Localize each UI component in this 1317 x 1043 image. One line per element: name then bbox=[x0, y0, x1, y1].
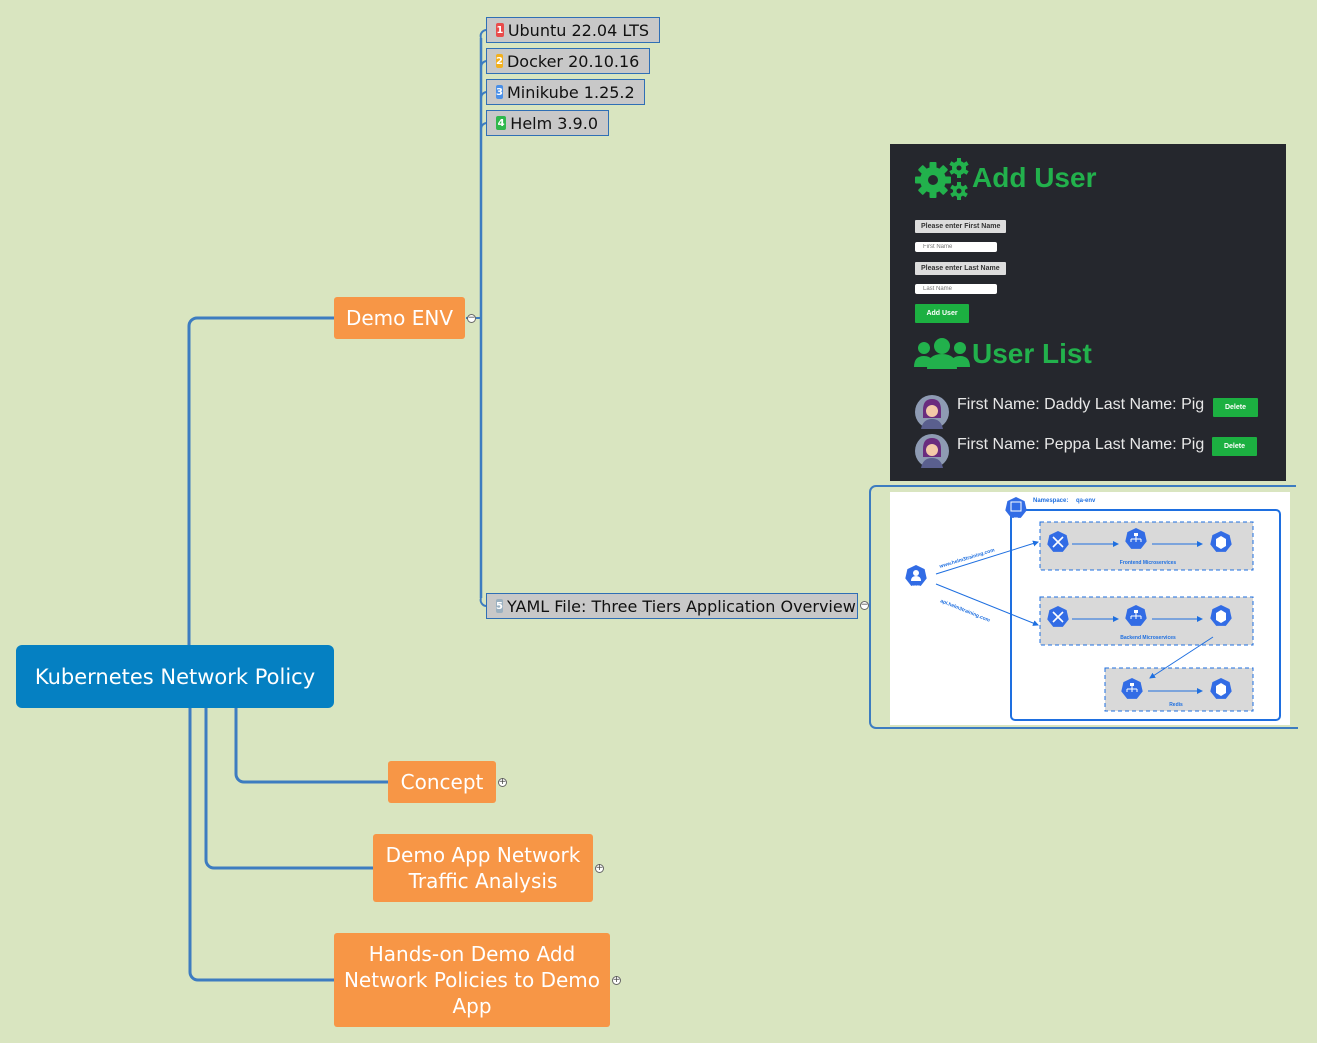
connector-root-traffic bbox=[204, 708, 373, 870]
pod-icon bbox=[1210, 605, 1232, 626]
app-screenshot: Add User Please enter First Name Please … bbox=[890, 144, 1286, 481]
backend-caption: Backend Microservices bbox=[1120, 635, 1176, 641]
first-name-input[interactable] bbox=[915, 242, 997, 252]
user-avatar-icon bbox=[915, 434, 949, 468]
env-item-ubuntu[interactable]: 1 Ubuntu 22.04 LTS bbox=[486, 17, 660, 43]
env-item-label: Helm 3.9.0 bbox=[510, 113, 598, 133]
number-badge: 2 bbox=[496, 54, 503, 68]
env-item-minikube[interactable]: 3 Minikube 1.25.2 bbox=[486, 79, 645, 105]
env-item-label: Minikube 1.25.2 bbox=[506, 82, 635, 102]
user-icon bbox=[905, 565, 927, 586]
users-icon bbox=[914, 338, 970, 369]
user-row-text: First Name: Daddy Last Name: Pig bbox=[957, 396, 1205, 413]
add-user-title: Add User bbox=[972, 162, 1097, 193]
expand-concept-icon[interactable]: + bbox=[498, 777, 507, 787]
connector-root-concept bbox=[234, 708, 388, 784]
gears-icon bbox=[915, 158, 969, 200]
root-topic[interactable]: Kubernetes Network Policy bbox=[16, 645, 334, 708]
architecture-diagram: ns Namespace: qa-env user Frontend Micro… bbox=[890, 492, 1290, 725]
delete-button[interactable]: Delete bbox=[1213, 398, 1258, 417]
frontend-caption: Frontend Microservices bbox=[1120, 560, 1177, 566]
user-list-title: User List bbox=[972, 338, 1092, 369]
delete-button[interactable]: Delete bbox=[1212, 437, 1257, 456]
user-caption: user bbox=[912, 583, 920, 588]
connector-root-demo-env bbox=[187, 316, 334, 645]
add-user-button[interactable]: Add User bbox=[915, 304, 969, 323]
connector-root-hands-on bbox=[188, 708, 334, 982]
namespace-label: Namespace: bbox=[1033, 498, 1068, 504]
topic-demo-env[interactable]: Demo ENV bbox=[334, 297, 465, 339]
pod-icon bbox=[1210, 678, 1232, 699]
user-row-text: First Name: Peppa Last Name: Pig bbox=[957, 436, 1205, 453]
env-item-yaml[interactable]: 5 YAML File: Three Tiers Application Ove… bbox=[486, 593, 858, 619]
first-name-label: Please enter First Name bbox=[915, 220, 1007, 233]
env-item-helm[interactable]: 4 Helm 3.9.0 bbox=[486, 110, 609, 136]
collapse-yaml-icon[interactable]: − bbox=[860, 600, 869, 610]
last-name-label: Please enter Last Name bbox=[915, 262, 1006, 275]
topic-concept[interactable]: Concept bbox=[388, 761, 496, 803]
last-name-input[interactable] bbox=[915, 284, 997, 294]
ingress-icon bbox=[1047, 531, 1069, 552]
topic-traffic-analysis[interactable]: Demo App Network Traffic Analysis bbox=[373, 834, 593, 902]
number-badge: 4 bbox=[496, 116, 507, 130]
number-badge: 3 bbox=[496, 85, 503, 99]
service-icon bbox=[1121, 678, 1143, 699]
service-icon bbox=[1125, 605, 1147, 626]
expand-traffic-analysis-icon[interactable]: + bbox=[595, 863, 604, 873]
pod-icon bbox=[1210, 531, 1232, 552]
namespace-value: qa-env bbox=[1076, 498, 1096, 504]
frontend-url: www.helm3training.com bbox=[938, 547, 996, 570]
topic-hands-on[interactable]: Hands-on Demo Add Network Policies to De… bbox=[334, 933, 610, 1027]
api-url: api.helm3training.com bbox=[939, 598, 991, 624]
env-item-label: YAML File: Three Tiers Application Overv… bbox=[506, 596, 856, 616]
ingress-icon bbox=[1047, 606, 1069, 627]
collapse-demo-env-icon[interactable]: − bbox=[467, 313, 476, 323]
architecture-svg: ns Namespace: qa-env user Frontend Micro… bbox=[905, 497, 1281, 721]
env-item-docker[interactable]: 2 Docker 20.10.16 bbox=[486, 48, 650, 74]
user-avatar-icon bbox=[915, 395, 949, 429]
number-badge: 5 bbox=[496, 599, 503, 613]
connector-yaml-image bbox=[869, 485, 1298, 729]
expand-hands-on-icon[interactable]: + bbox=[612, 975, 621, 985]
namespace-frame bbox=[1010, 509, 1281, 721]
namespace-icon bbox=[1005, 497, 1027, 518]
env-item-label: Docker 20.10.16 bbox=[506, 51, 640, 71]
redis-caption: Redis bbox=[1169, 702, 1183, 708]
ns-caption: ns bbox=[1014, 515, 1018, 520]
number-badge: 1 bbox=[496, 23, 504, 37]
service-icon bbox=[1125, 528, 1147, 549]
env-item-label: Ubuntu 22.04 LTS bbox=[507, 20, 649, 40]
